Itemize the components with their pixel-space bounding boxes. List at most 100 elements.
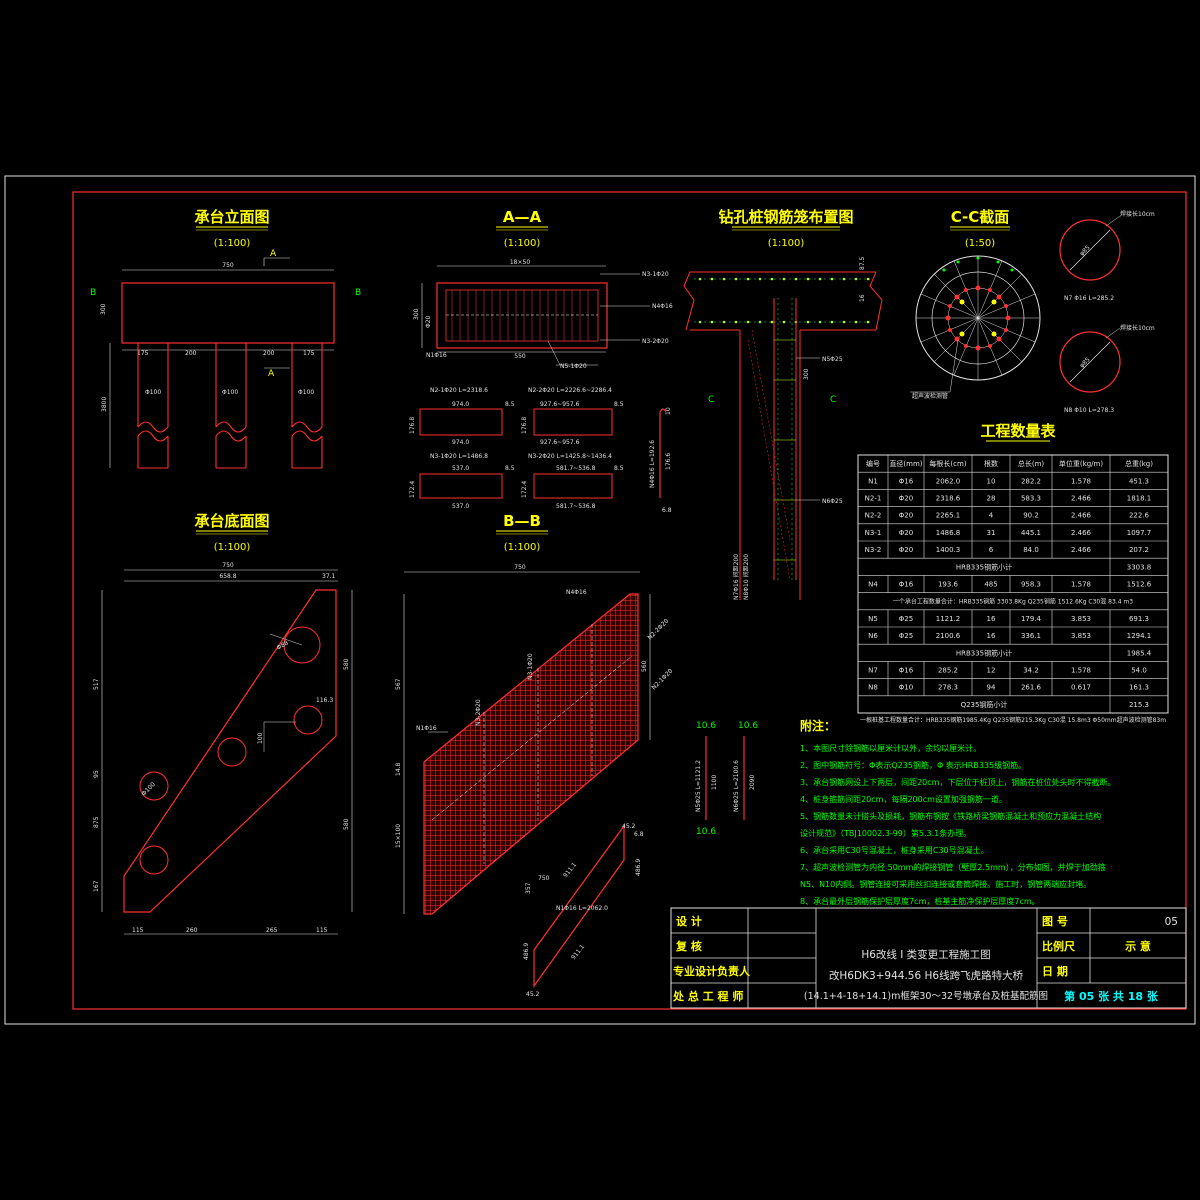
table-cell: N1 [868, 477, 878, 485]
n1-dim-1: 45.2 [622, 823, 636, 830]
n4-bar: N4Φ16 L=192.6 10 176.6 6.8 [649, 407, 672, 514]
table-cell: N4 [868, 581, 878, 589]
table-cell: 278.3 [938, 684, 958, 692]
bp-left-4: 167 [93, 880, 100, 892]
bp-bottom-2: 260 [186, 927, 198, 934]
table-cell: 1818.1 [1127, 495, 1152, 503]
tb-scale-label: 比例尺 [1042, 939, 1075, 953]
table-cell: 261.6 [1021, 684, 1042, 692]
n6-label: N6Φ25 L=2100.6 [733, 760, 740, 812]
base-plan-view: 承台底面图 (1:100) 750 658.8 37.1 Φ88 Φ100 10… [93, 512, 353, 935]
n1-dim-2: 6.8 [634, 831, 644, 838]
table-cell: 单位重(kg/m) [1059, 459, 1103, 468]
table-cell: N5 [868, 615, 878, 623]
table-cell: Φ16 [899, 581, 914, 589]
sec-a-top: A [270, 249, 277, 259]
table-cell: Φ25 [899, 615, 913, 623]
tb-project-3: (14.1+4-18+14.1)m框架30～32号墩承台及桩基配筋图 [804, 990, 1048, 1002]
sec-b-right: B [355, 288, 361, 298]
table-cell: 282.2 [1021, 477, 1041, 485]
section-bb: B—B (1:100) 750 N4Φ16 N3-2Φ20 N3-1Φ20 N1… [395, 512, 674, 915]
table-cell: 2.466 [1071, 529, 1092, 537]
n3-2-label: N3-2Φ20 L=1425.8~1436.4 [528, 453, 612, 460]
n2-1-top: 974.0 [452, 401, 469, 408]
elevation-width: 750 [222, 262, 234, 269]
bb-left-2: 14.8 [395, 762, 402, 776]
bp-right-1: 580 [343, 658, 350, 670]
spacing-2: 200 [185, 350, 197, 357]
sec-c-right: C [830, 395, 836, 405]
table-cell: 583.3 [1021, 495, 1041, 503]
cap-elevation [121, 282, 335, 344]
bb-left-1: 567 [395, 678, 402, 690]
table-cell: 2100.6 [936, 632, 961, 640]
bp-bottom-3: 265 [266, 927, 278, 934]
n8-dia: φ85 [1078, 356, 1091, 369]
table-cell: HRB335钢筋小计 [956, 648, 1012, 657]
note-5: 5、钢筋数量未计搭头及损耗，钢筋布钢按《铁路桥梁钢筋混凝土和预应力混凝土结构 [800, 811, 1101, 821]
n3-1-side: 172.4 [409, 481, 416, 498]
spacing-3: 200 [263, 350, 275, 357]
pile-layout-view: 钻孔桩钢筋笼布置图 (1:100) 87.5 16 C C N5Φ25 N6Φ2… [683, 208, 883, 600]
n2-2-top: 927.6~957.6 [540, 401, 580, 408]
n3-1-top: 537.0 [452, 465, 469, 472]
pl-dim-2: 16 [859, 294, 866, 302]
notes: 附注： 1、本图尺寸除钢筋以厘米计以外，余均以厘米计。 2、图中钢筋符号：Φ表示… [800, 718, 1115, 906]
bb-left-3: 15×100 [395, 824, 402, 848]
tb-project-2: 改H6DK3+944.56 H6线跨飞虎路特大桥 [829, 969, 1024, 982]
n5-dim-2: 1100 [711, 775, 718, 790]
bp-left-3: 875 [93, 816, 100, 828]
table-cell: 2.466 [1071, 495, 1092, 503]
quantity-table: 工程数量表 编号直径(mm)每根长(cm)根数总长(m)单位重(kg/m)总重(… [857, 422, 1169, 724]
table-cell: Φ20 [899, 546, 913, 554]
tb-design: 设 计 [676, 914, 702, 928]
section-aa-title: A—A [503, 208, 542, 226]
base-plan-title: 承台底面图 [194, 512, 269, 530]
note-10: 8、承台最外层钢筋保护层厚度7cm，桩基主筋净保护层厚度7cm。 [800, 896, 1040, 906]
n1-dim-5: 911.1 [570, 943, 586, 961]
table-cell: 2318.6 [936, 495, 961, 503]
table-cell: 一个承台工程数量合计：HRB335钢筋 3303.8Kg Q235钢筋 1512… [893, 598, 1133, 606]
cap-height: 300 [100, 303, 107, 315]
note-4: 4、桩身箍筋间距20cm，每隔200cm设置加强钢筋一道。 [800, 794, 1007, 804]
bp-top-1: 750 [222, 562, 234, 569]
n1-dim-8: 750 [538, 875, 550, 882]
section-bb-title: B—B [503, 512, 541, 530]
n8-note: 焊接长10cm [1120, 324, 1155, 332]
base-plan-scale: (1:100) [214, 542, 251, 553]
table-grid [858, 455, 1168, 713]
table-cell: 691.3 [1129, 615, 1149, 623]
note-7: 6、承台采用C30号混凝土，桩身采用C30号混凝土。 [800, 845, 989, 855]
table-cell: 445.1 [1021, 529, 1041, 537]
table-cell: 193.6 [938, 581, 959, 589]
note-8: 7、超声波检测管为内径 50mm的焊接钢管（壁厚2.5mm），分布如图，并焊于加… [800, 862, 1106, 872]
table-cell: 2.466 [1071, 512, 1092, 520]
section-cc: C-C截面 (1:50) 超声波检测管 [910, 208, 1041, 400]
n8-label: N8 Φ10 L=278.3 [1064, 407, 1114, 414]
aa-top-dim: 18×50 [510, 259, 530, 266]
elevation-piles [137, 343, 323, 469]
table-cell: 34.2 [1023, 667, 1039, 675]
ring-bars: φ85 焊接长10cm N7 Φ16 L=285.2 φ85 焊接长10cm N… [1059, 210, 1155, 414]
table-cell: 31 [987, 529, 996, 537]
table-cell: Φ20 [899, 512, 913, 520]
cc-tubes [959, 299, 997, 337]
table-cell: 1985.4 [1127, 649, 1152, 657]
rebar-shapes: N2-1Φ20 L=2318.6 974.0 974.0 176.8 8.5 N… [409, 387, 624, 510]
table-cell: HRB335钢筋小计 [956, 562, 1012, 571]
bp-left-2: 95 [93, 770, 100, 778]
bp-top-3: 37.1 [322, 573, 336, 580]
aa-label-3: N3-2Φ20 [642, 338, 669, 345]
n1-dim-4: 911.1 [562, 861, 578, 879]
pl-dim-3: 300 [803, 368, 810, 380]
elevation-scale: (1:100) [214, 238, 251, 249]
n2-2-side: 176.8 [521, 417, 528, 434]
table-cell: Φ20 [899, 529, 913, 537]
table-cell: 直径(mm) [889, 459, 922, 468]
table-cell: 16 [987, 632, 996, 640]
table-cell: 84.0 [1023, 546, 1039, 554]
table-cell: 12 [987, 667, 996, 675]
bb-label-6: N2-1Φ20 [650, 667, 674, 691]
aa-stirrups [451, 290, 589, 341]
